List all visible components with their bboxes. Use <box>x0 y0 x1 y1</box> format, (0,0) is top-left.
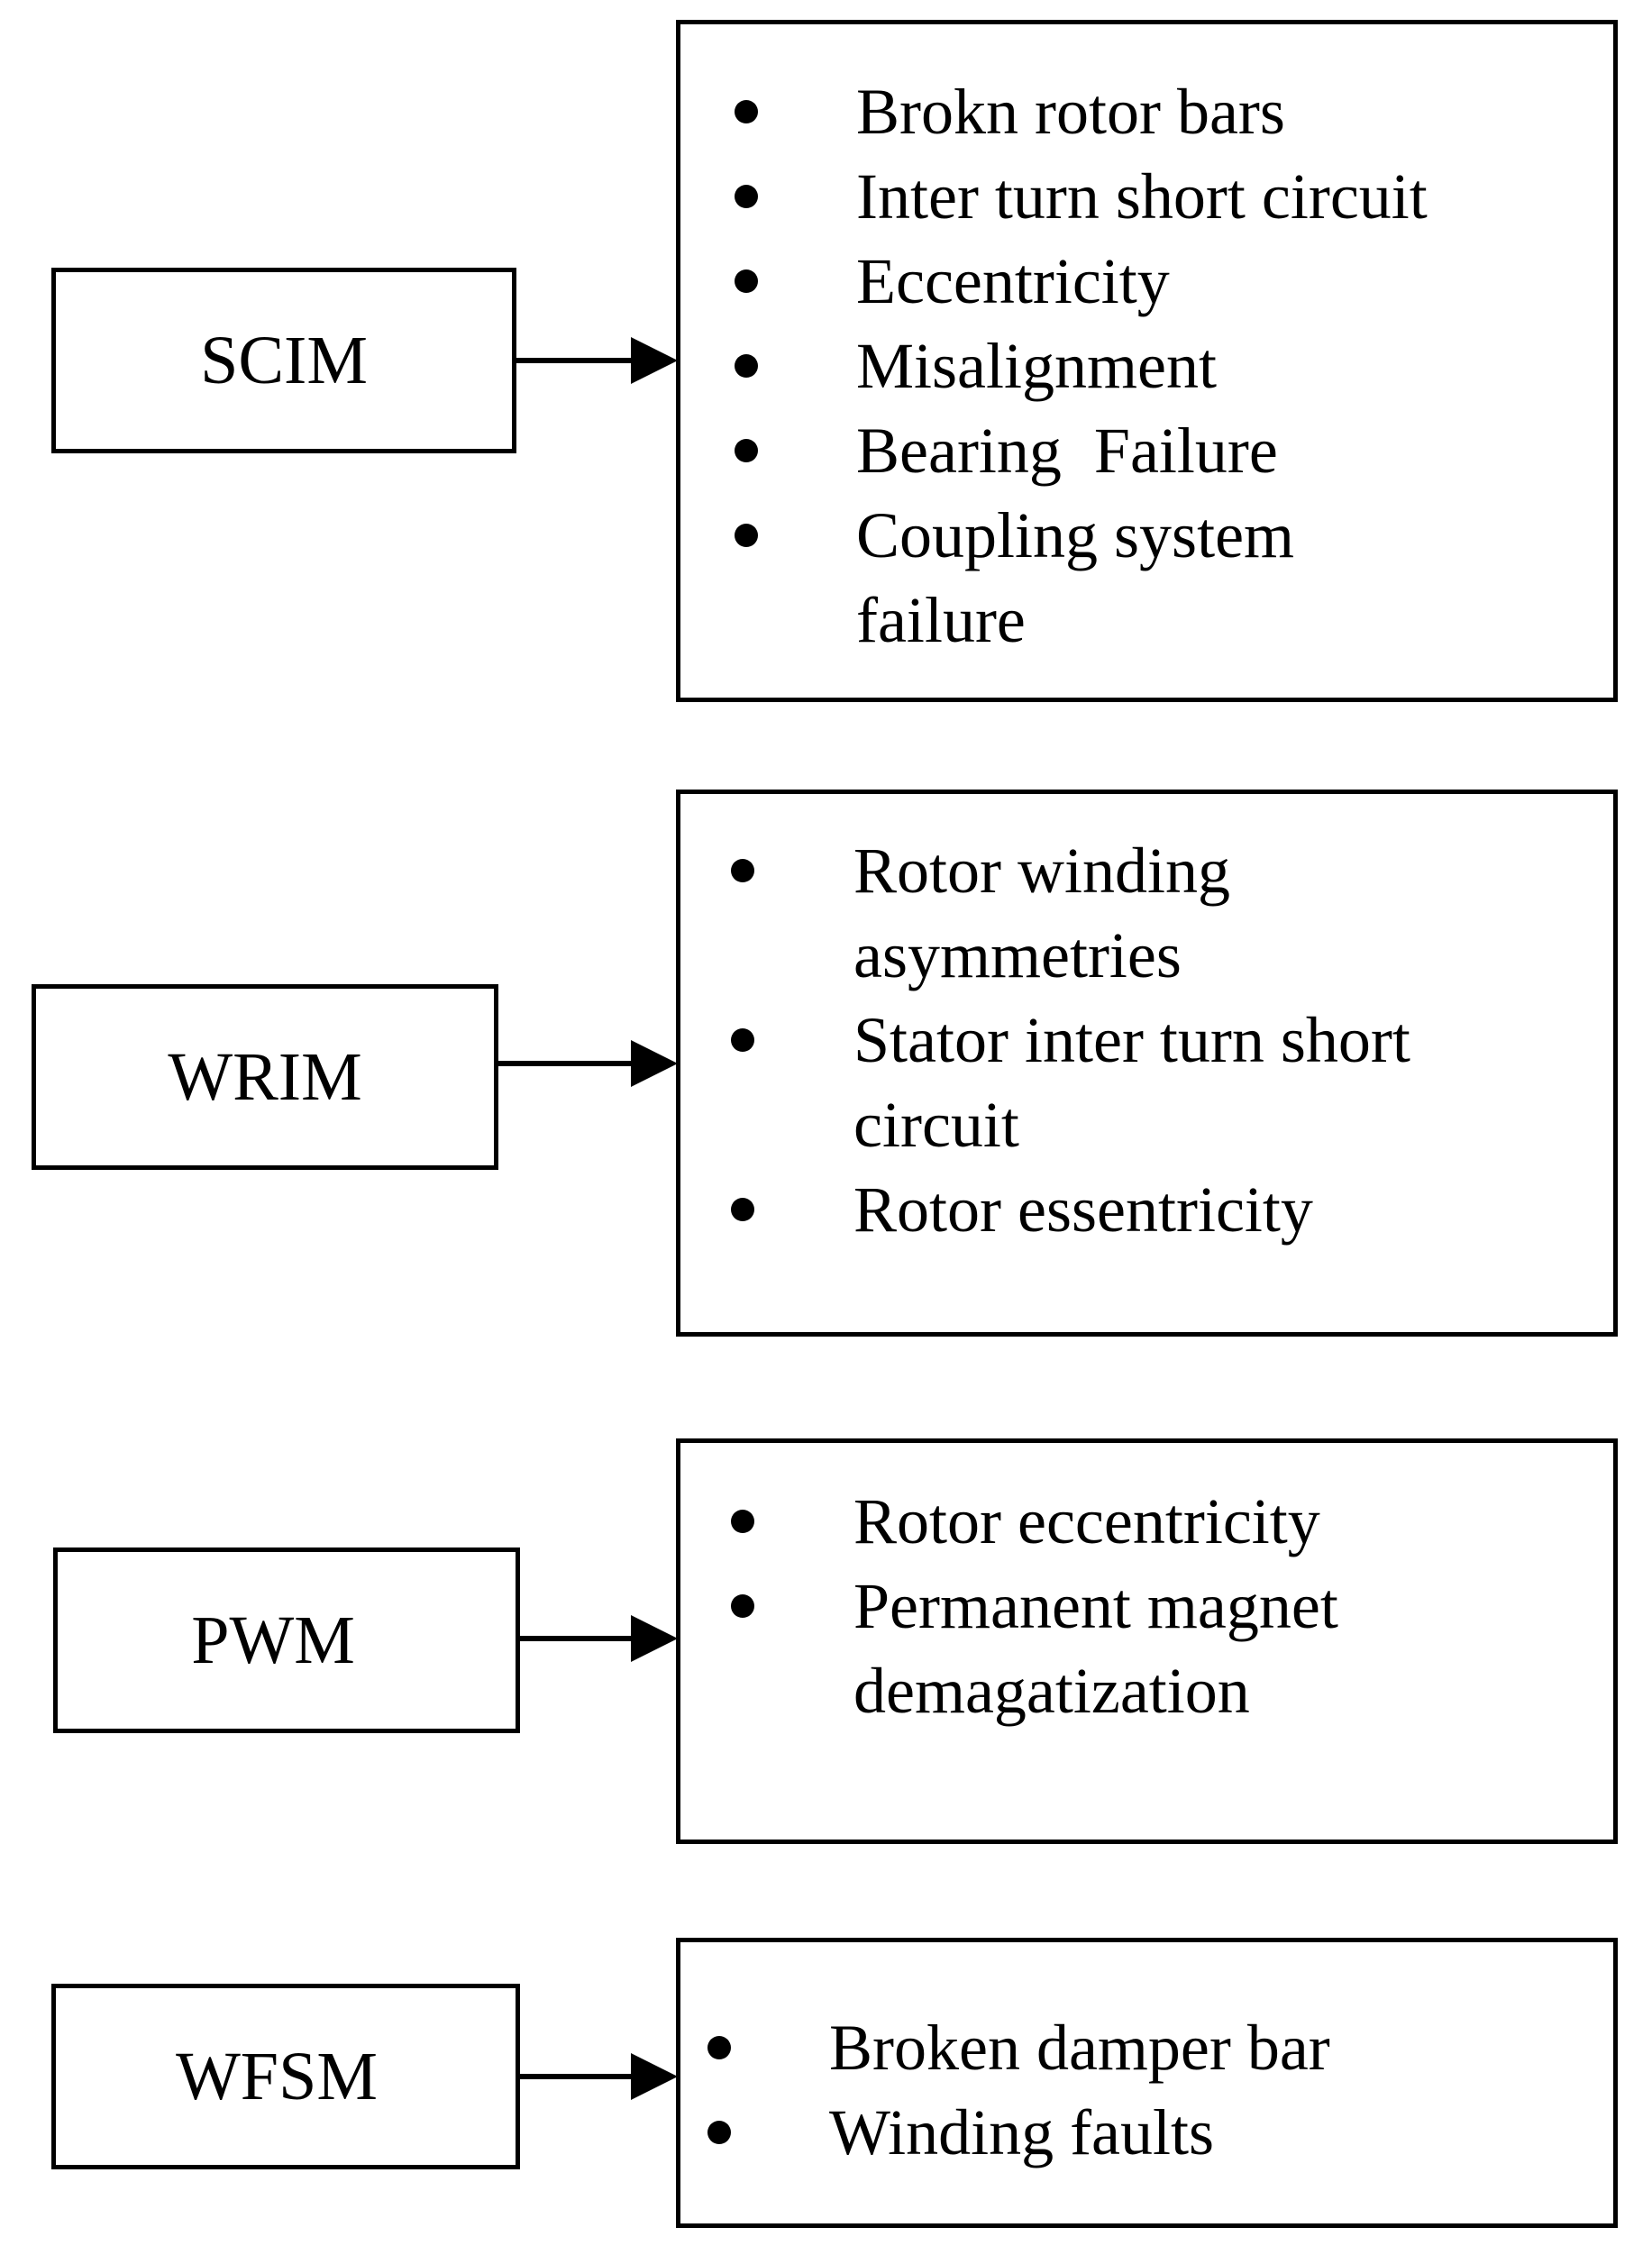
fault-text: Permanent magnet demagatization <box>853 1570 1338 1727</box>
bullet-icon <box>735 524 758 547</box>
fault-list: Rotor eccentricity Permanent magnet dema… <box>680 1479 1618 1733</box>
fault-item: Broken damper bar <box>680 2005 1618 2090</box>
machine-box-scim: SCIM <box>51 268 516 453</box>
arrowhead-icon <box>631 1615 678 1662</box>
machine-box-wrim: WRIM <box>32 984 498 1170</box>
fault-item: Bearing Failure <box>680 408 1618 493</box>
bullet-icon <box>707 2121 731 2144</box>
arrow-line <box>516 358 634 363</box>
fault-box-pwm: Rotor eccentricity Permanent magnet dema… <box>676 1438 1618 1844</box>
fault-item: Brokn rotor bars <box>680 69 1618 154</box>
fault-text: Inter turn short circuit <box>856 160 1428 233</box>
bullet-icon <box>735 100 758 123</box>
fault-text: Rotor winding asymmetries <box>853 835 1231 991</box>
machine-box-pwm: PWM <box>53 1547 520 1733</box>
fault-text: Stator inter turn short circuit <box>853 1004 1410 1161</box>
fault-item: Eccentricity <box>680 239 1618 324</box>
arrowhead-icon <box>631 337 678 384</box>
arrow-line <box>520 2074 634 2079</box>
fault-text: Eccentricity <box>856 245 1170 317</box>
fault-box-wfsm: Broken damper bar Winding faults <box>676 1938 1618 2228</box>
fault-list: Brokn rotor bars Inter turn short circui… <box>680 69 1618 662</box>
bullet-icon <box>707 2036 731 2059</box>
fault-text: Rotor essentricity <box>853 1173 1313 1246</box>
fault-item: Permanent magnet demagatization <box>680 1564 1618 1733</box>
fault-list: Broken damper bar Winding faults <box>680 2005 1618 2175</box>
bullet-icon <box>735 269 758 293</box>
bullet-icon <box>735 439 758 462</box>
bullet-icon <box>731 1510 754 1533</box>
bullet-icon <box>731 1198 754 1221</box>
fault-text: Bearing Failure <box>856 415 1278 487</box>
fault-item: Coupling system failure <box>680 493 1618 662</box>
fault-box-scim: Brokn rotor bars Inter turn short circui… <box>676 20 1618 702</box>
fault-text: Misalignment <box>856 330 1217 402</box>
fault-list: Rotor winding asymmetries Stator inter t… <box>680 828 1618 1252</box>
fault-item: Misalignment <box>680 324 1618 408</box>
fault-box-wrim: Rotor winding asymmetries Stator inter t… <box>676 790 1618 1337</box>
fault-item: Rotor winding asymmetries <box>680 828 1618 998</box>
fault-text: Broken damper bar <box>829 2012 1330 2084</box>
bullet-icon <box>731 1028 754 1052</box>
fault-text: Winding faults <box>829 2096 1215 2168</box>
fault-text: Brokn rotor bars <box>856 76 1285 148</box>
machine-label: PWM <box>191 1602 355 1678</box>
machine-label: WFSM <box>176 2039 378 2114</box>
arrowhead-icon <box>631 2053 678 2100</box>
fault-item: Winding faults <box>680 2090 1618 2175</box>
machine-box-wfsm: WFSM <box>51 1984 520 2169</box>
bullet-icon <box>735 185 758 208</box>
machine-label: SCIM <box>200 323 368 398</box>
arrow-line <box>498 1061 634 1066</box>
fault-item: Inter turn short circuit <box>680 154 1618 239</box>
fault-text: Coupling system failure <box>856 499 1295 656</box>
fault-item: Rotor eccentricity <box>680 1479 1618 1564</box>
bullet-icon <box>735 354 758 378</box>
arrow-line <box>520 1636 634 1641</box>
fault-item: Rotor essentricity <box>680 1167 1618 1252</box>
bullet-icon <box>731 1594 754 1618</box>
machine-label: WRIM <box>168 1039 362 1115</box>
bullet-icon <box>731 859 754 882</box>
fault-item: Stator inter turn short circuit <box>680 998 1618 1167</box>
fault-text: Rotor eccentricity <box>853 1485 1320 1557</box>
arrowhead-icon <box>631 1040 678 1087</box>
